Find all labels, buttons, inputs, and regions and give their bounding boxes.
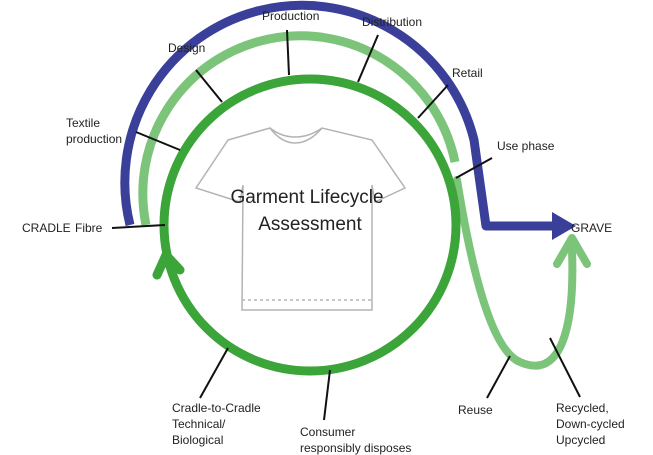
- circle-arrowhead: [152, 250, 185, 280]
- textile-production-label-line2: production: [66, 132, 122, 146]
- textile-production-label: Textile: [66, 116, 100, 130]
- light-green-path: [138, 31, 460, 226]
- production-label: Production: [262, 9, 319, 23]
- recycled-label-line2: Down-cycled: [556, 417, 625, 431]
- use-phase-label: Use phase: [497, 139, 555, 153]
- retail-label: Retail: [452, 66, 483, 80]
- consumer-label-line2: responsibly disposes: [300, 441, 411, 455]
- design-label: Design: [168, 41, 205, 55]
- cradle-label: CRADLE: [22, 221, 71, 235]
- recycled-label-line3: Upcycled: [556, 433, 605, 447]
- reuse-label: Reuse: [458, 403, 493, 417]
- distribution-label: Distribution: [362, 15, 422, 29]
- cradle-to-cradle-label-line2: Technical/: [172, 417, 226, 431]
- recycled-label: Recycled,: [556, 401, 609, 415]
- blue-linear-path: [120, 0, 558, 231]
- t-shirt-icon: [194, 127, 407, 311]
- cradle-to-cradle-label-line3: Biological: [172, 433, 223, 447]
- grave-arrowhead: [552, 212, 576, 240]
- diagram-title: Garment Lifecycle: [230, 187, 383, 208]
- consumer-label: Consumer: [300, 425, 355, 439]
- cradle-to-cradle-label: Cradle-to-Cradle: [172, 401, 261, 415]
- reuse-loop-path: [453, 176, 577, 370]
- diagram-title-line2: Assessment: [258, 214, 362, 235]
- grave-label: GRAVE: [571, 221, 612, 235]
- reuse-loop-arrowhead: [553, 234, 591, 268]
- stage-tick-marks: [111, 29, 581, 421]
- fibre-label: Fibre: [75, 221, 103, 235]
